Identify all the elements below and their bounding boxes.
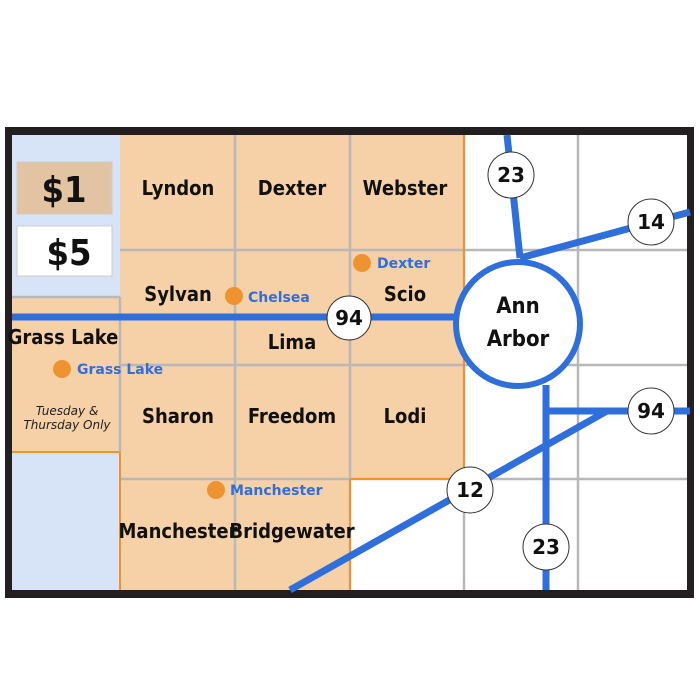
township-grass-lake: Grass Lake [8,325,119,349]
price-1-label: $1 [41,170,86,211]
route-shield-23-south: 23 [522,523,570,571]
svg-text:94: 94 [637,399,665,423]
township-freedom: Freedom [248,404,336,428]
zone-1-area [120,135,464,479]
township-dexter: Dexter [258,176,327,200]
town-dot-chelsea [225,287,243,305]
town-manchester: Manchester [230,483,323,499]
town-dot-dexter [353,254,371,272]
route-shield-94-east: 94 [627,387,675,435]
township-sharon: Sharon [142,404,214,428]
route-shield-14: 14 [627,198,675,246]
township-webster: Webster [363,176,448,200]
township-lyndon: Lyndon [142,176,215,200]
svg-text:23: 23 [497,163,525,187]
empty-area [12,452,120,590]
town-dot-grass-lake [53,360,71,378]
town-dexter: Dexter [377,256,430,272]
town-chelsea: Chelsea [248,290,310,306]
township-scio: Scio [384,282,426,306]
price-5-label: $5 [46,233,91,274]
township-lima: Lima [268,330,317,354]
town-grass-lake: Grass Lake [77,362,163,378]
schedule-note-line1: Tuesday & [36,404,99,418]
svg-text:23: 23 [532,535,560,559]
svg-text:94: 94 [335,306,363,330]
township-lodi: Lodi [384,404,427,428]
township-sylvan: Sylvan [144,282,212,306]
svg-text:12: 12 [456,478,484,502]
schedule-note-line2: Thursday Only [23,418,111,432]
ann-arbor-circle [453,259,583,389]
route-shield-94-west: 94 [326,295,372,341]
svg-text:14: 14 [637,210,665,234]
route-shield-12: 12 [446,466,494,514]
town-dot-manchester [207,481,225,499]
route-shield-23-north: 23 [487,151,535,199]
price-1-swatch [16,161,113,215]
township-manchester: Manchester [119,519,238,543]
city-label-line2: Arbor [487,327,550,352]
price-5-swatch [16,225,113,277]
township-bridgewater: Bridgewater [229,519,354,543]
city-label-line1: Ann [496,294,540,319]
